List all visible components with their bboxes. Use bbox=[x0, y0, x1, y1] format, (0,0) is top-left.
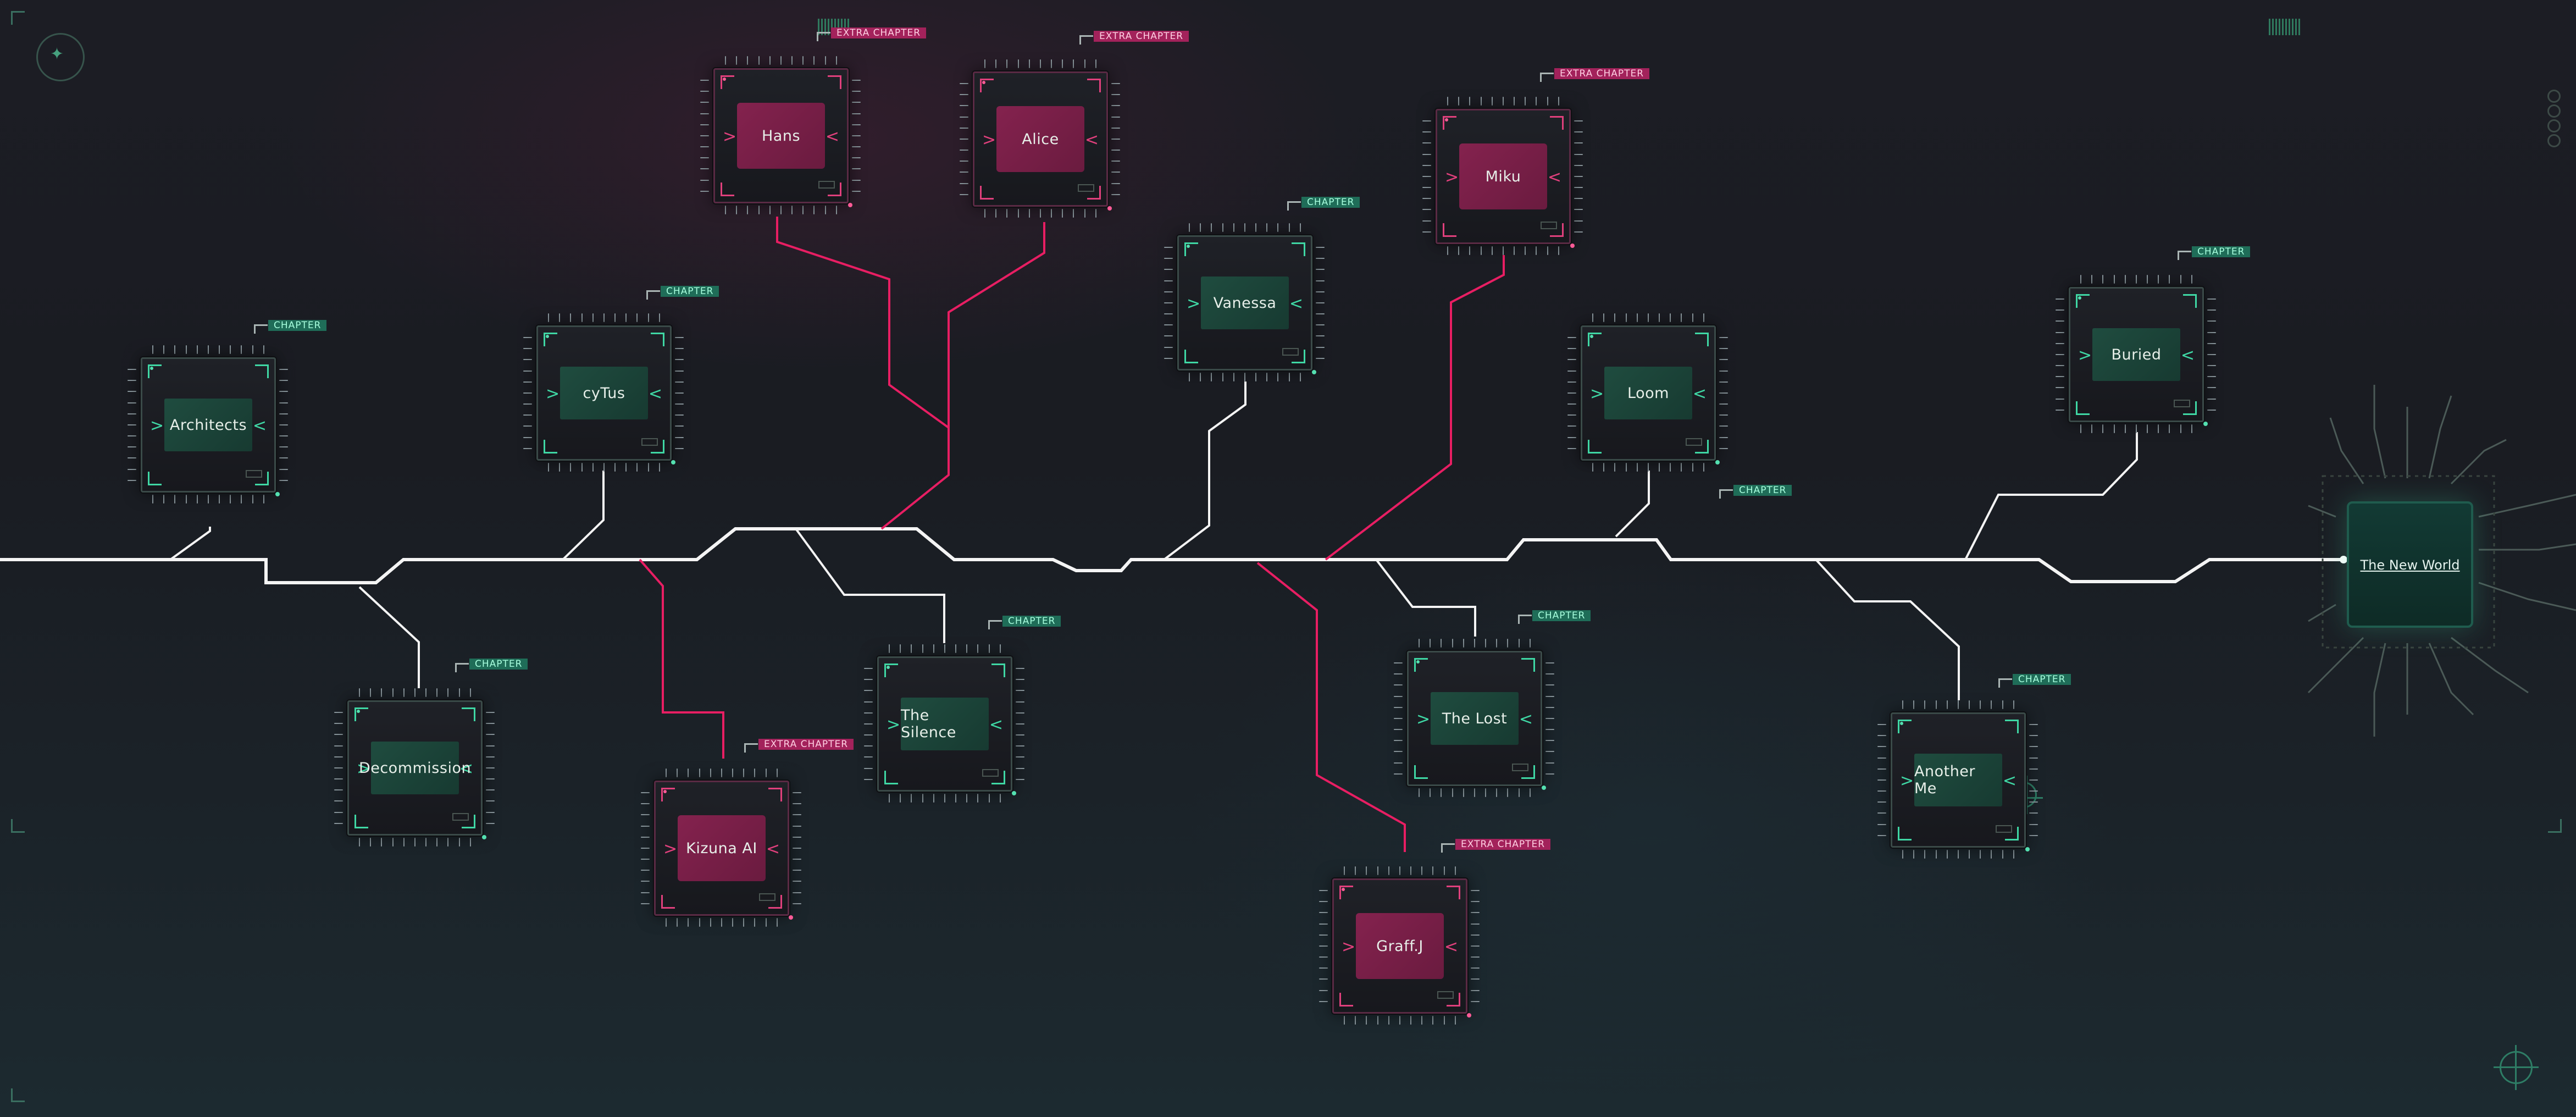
chevron-right-icon: > bbox=[1900, 771, 1914, 790]
corner-bracket bbox=[2548, 819, 2562, 833]
chevron-left-icon: < bbox=[825, 127, 839, 146]
chapter-tag: CHAPTER bbox=[2177, 246, 2251, 260]
extra-chapter-tag: EXTRA CHAPTER bbox=[816, 27, 927, 41]
chevron-left-icon: < bbox=[1289, 294, 1303, 313]
chevron-right-icon: > bbox=[1187, 294, 1201, 313]
corner-bracket bbox=[11, 11, 25, 25]
node-the-lost[interactable]: > < The Lost CHAPTER bbox=[1394, 610, 1591, 797]
emblem-icon: ✦ bbox=[36, 33, 85, 81]
chevron-left-icon: < bbox=[459, 759, 473, 778]
chevron-right-icon: > bbox=[2078, 346, 2092, 365]
node-label: Miku bbox=[1485, 168, 1521, 185]
node-alice[interactable]: > < Alice EXTRA CHAPTER bbox=[960, 31, 1189, 218]
chevron-right-icon: > bbox=[546, 384, 560, 403]
chevron-right-icon: > bbox=[1342, 937, 1356, 956]
chevron-right-icon: > bbox=[982, 130, 996, 150]
node-label: cyTus bbox=[583, 384, 625, 402]
chapter-tag: CHAPTER bbox=[253, 320, 327, 334]
branch-anotherme bbox=[1815, 558, 1960, 700]
chevron-left-icon: < bbox=[2180, 346, 2195, 365]
chevron-right-icon: > bbox=[150, 416, 164, 435]
chevron-left-icon: < bbox=[766, 839, 780, 859]
chevron-left-icon: < bbox=[648, 384, 662, 403]
node-label: Hans bbox=[761, 127, 801, 145]
branch-graff bbox=[1256, 562, 1406, 852]
node-the-new-world[interactable]: The New World bbox=[2347, 501, 2473, 628]
node-another-me[interactable]: > < Another Me CHAPTER bbox=[1877, 674, 2071, 859]
chevron-right-icon: > bbox=[663, 839, 678, 859]
chapter-tag: CHAPTER bbox=[1719, 485, 1792, 499]
node-the-silence[interactable]: > < The Silence CHAPTER bbox=[864, 616, 1061, 803]
node-miku[interactable]: > < Miku EXTRA CHAPTER bbox=[1422, 68, 1650, 255]
node-kizuna-ai[interactable]: > < Kizuna AI EXTRA CHAPTER bbox=[641, 739, 854, 927]
chevron-left-icon: < bbox=[1547, 168, 1561, 187]
node-architects[interactable]: > < Architects CHAPTER bbox=[128, 320, 327, 504]
node-buried[interactable]: > < Buried CHAPTER bbox=[2056, 246, 2251, 433]
branch-cytus bbox=[562, 471, 605, 561]
node-label: The Silence bbox=[901, 707, 956, 741]
extra-chapter-tag: EXTRA CHAPTER bbox=[1441, 839, 1551, 853]
branch-miku bbox=[1325, 255, 1505, 561]
extra-chapter-tag: EXTRA CHAPTER bbox=[744, 739, 854, 753]
branch-hans bbox=[776, 217, 950, 430]
main-trunk-line bbox=[0, 527, 2344, 584]
node-label: The New World bbox=[2360, 557, 2460, 573]
trunk-end-dot bbox=[2340, 556, 2347, 563]
node-vanessa[interactable]: > < Vanessa CHAPTER bbox=[1164, 197, 1360, 381]
chevron-right-icon: > bbox=[723, 127, 737, 146]
corner-bracket bbox=[11, 819, 25, 833]
branch-alice bbox=[880, 222, 1045, 530]
node-label: Architects bbox=[169, 416, 247, 434]
final-circuitry bbox=[2307, 385, 2576, 737]
chevron-right-icon: > bbox=[887, 715, 901, 734]
branch-vanessa bbox=[1163, 381, 1247, 561]
branch-architects bbox=[169, 527, 211, 561]
node-label: Alice bbox=[1022, 130, 1059, 148]
chapter-tag: CHAPTER bbox=[1998, 674, 2071, 688]
chevron-left-icon: < bbox=[1519, 710, 1533, 729]
extra-chapter-tag: EXTRA CHAPTER bbox=[1079, 31, 1189, 45]
chevron-left-icon: < bbox=[2002, 771, 2017, 790]
branch-loom bbox=[1615, 471, 1650, 538]
chapter-tag: CHAPTER bbox=[988, 616, 1061, 629]
chevron-left-icon: < bbox=[989, 715, 1003, 734]
node-cytus[interactable]: > < cyTus CHAPTER bbox=[523, 286, 719, 472]
corner-bracket bbox=[11, 1088, 25, 1102]
final-socket bbox=[2322, 475, 2495, 649]
chevron-left-icon: < bbox=[1444, 937, 1458, 956]
branch-kizuna bbox=[639, 558, 724, 759]
branch-silence bbox=[795, 528, 945, 643]
node-label: Kizuna AI bbox=[686, 839, 757, 857]
node-label: Loom bbox=[1627, 384, 1669, 402]
node-label: Vanessa bbox=[1213, 294, 1277, 312]
node-label: The Lost bbox=[1442, 710, 1508, 727]
branch-buried bbox=[1964, 432, 2138, 560]
node-hans[interactable]: > < Hans EXTRA CHAPTER bbox=[700, 27, 927, 214]
node-decommission[interactable]: > < Decommission CHAPTER bbox=[334, 659, 528, 847]
node-label: Buried bbox=[2111, 346, 2162, 363]
branch-decommission bbox=[358, 586, 420, 688]
node-label: Another Me bbox=[1914, 763, 1976, 797]
branch-lost bbox=[1375, 558, 1476, 637]
barcode-decoration-right bbox=[2269, 19, 2302, 35]
node-label: Graff.J bbox=[1376, 937, 1423, 955]
chevron-right-icon: > bbox=[1590, 384, 1604, 403]
chapter-tag: CHAPTER bbox=[646, 286, 719, 300]
chevron-right-icon: > bbox=[1416, 710, 1431, 729]
chevron-right-icon: > bbox=[1445, 168, 1459, 187]
node-graff-j[interactable]: > < Graff.J EXTRA CHAPTER bbox=[1319, 839, 1551, 1025]
chevron-left-icon: < bbox=[1084, 130, 1099, 150]
node-label: Decommission bbox=[358, 759, 472, 777]
chapter-tag: CHAPTER bbox=[1517, 610, 1591, 624]
node-loom[interactable]: > < Loom CHAPTER bbox=[1567, 313, 1792, 499]
chevron-left-icon: < bbox=[1692, 384, 1707, 403]
indicator-dots bbox=[2547, 88, 2561, 149]
chapter-tag: CHAPTER bbox=[455, 659, 528, 672]
chevron-right-icon: > bbox=[357, 759, 371, 778]
crosshair-icon[interactable] bbox=[2494, 1045, 2539, 1090]
chapter-tag: CHAPTER bbox=[1287, 197, 1360, 211]
chevron-left-icon: < bbox=[252, 416, 267, 435]
extra-chapter-tag: EXTRA CHAPTER bbox=[1539, 68, 1650, 82]
